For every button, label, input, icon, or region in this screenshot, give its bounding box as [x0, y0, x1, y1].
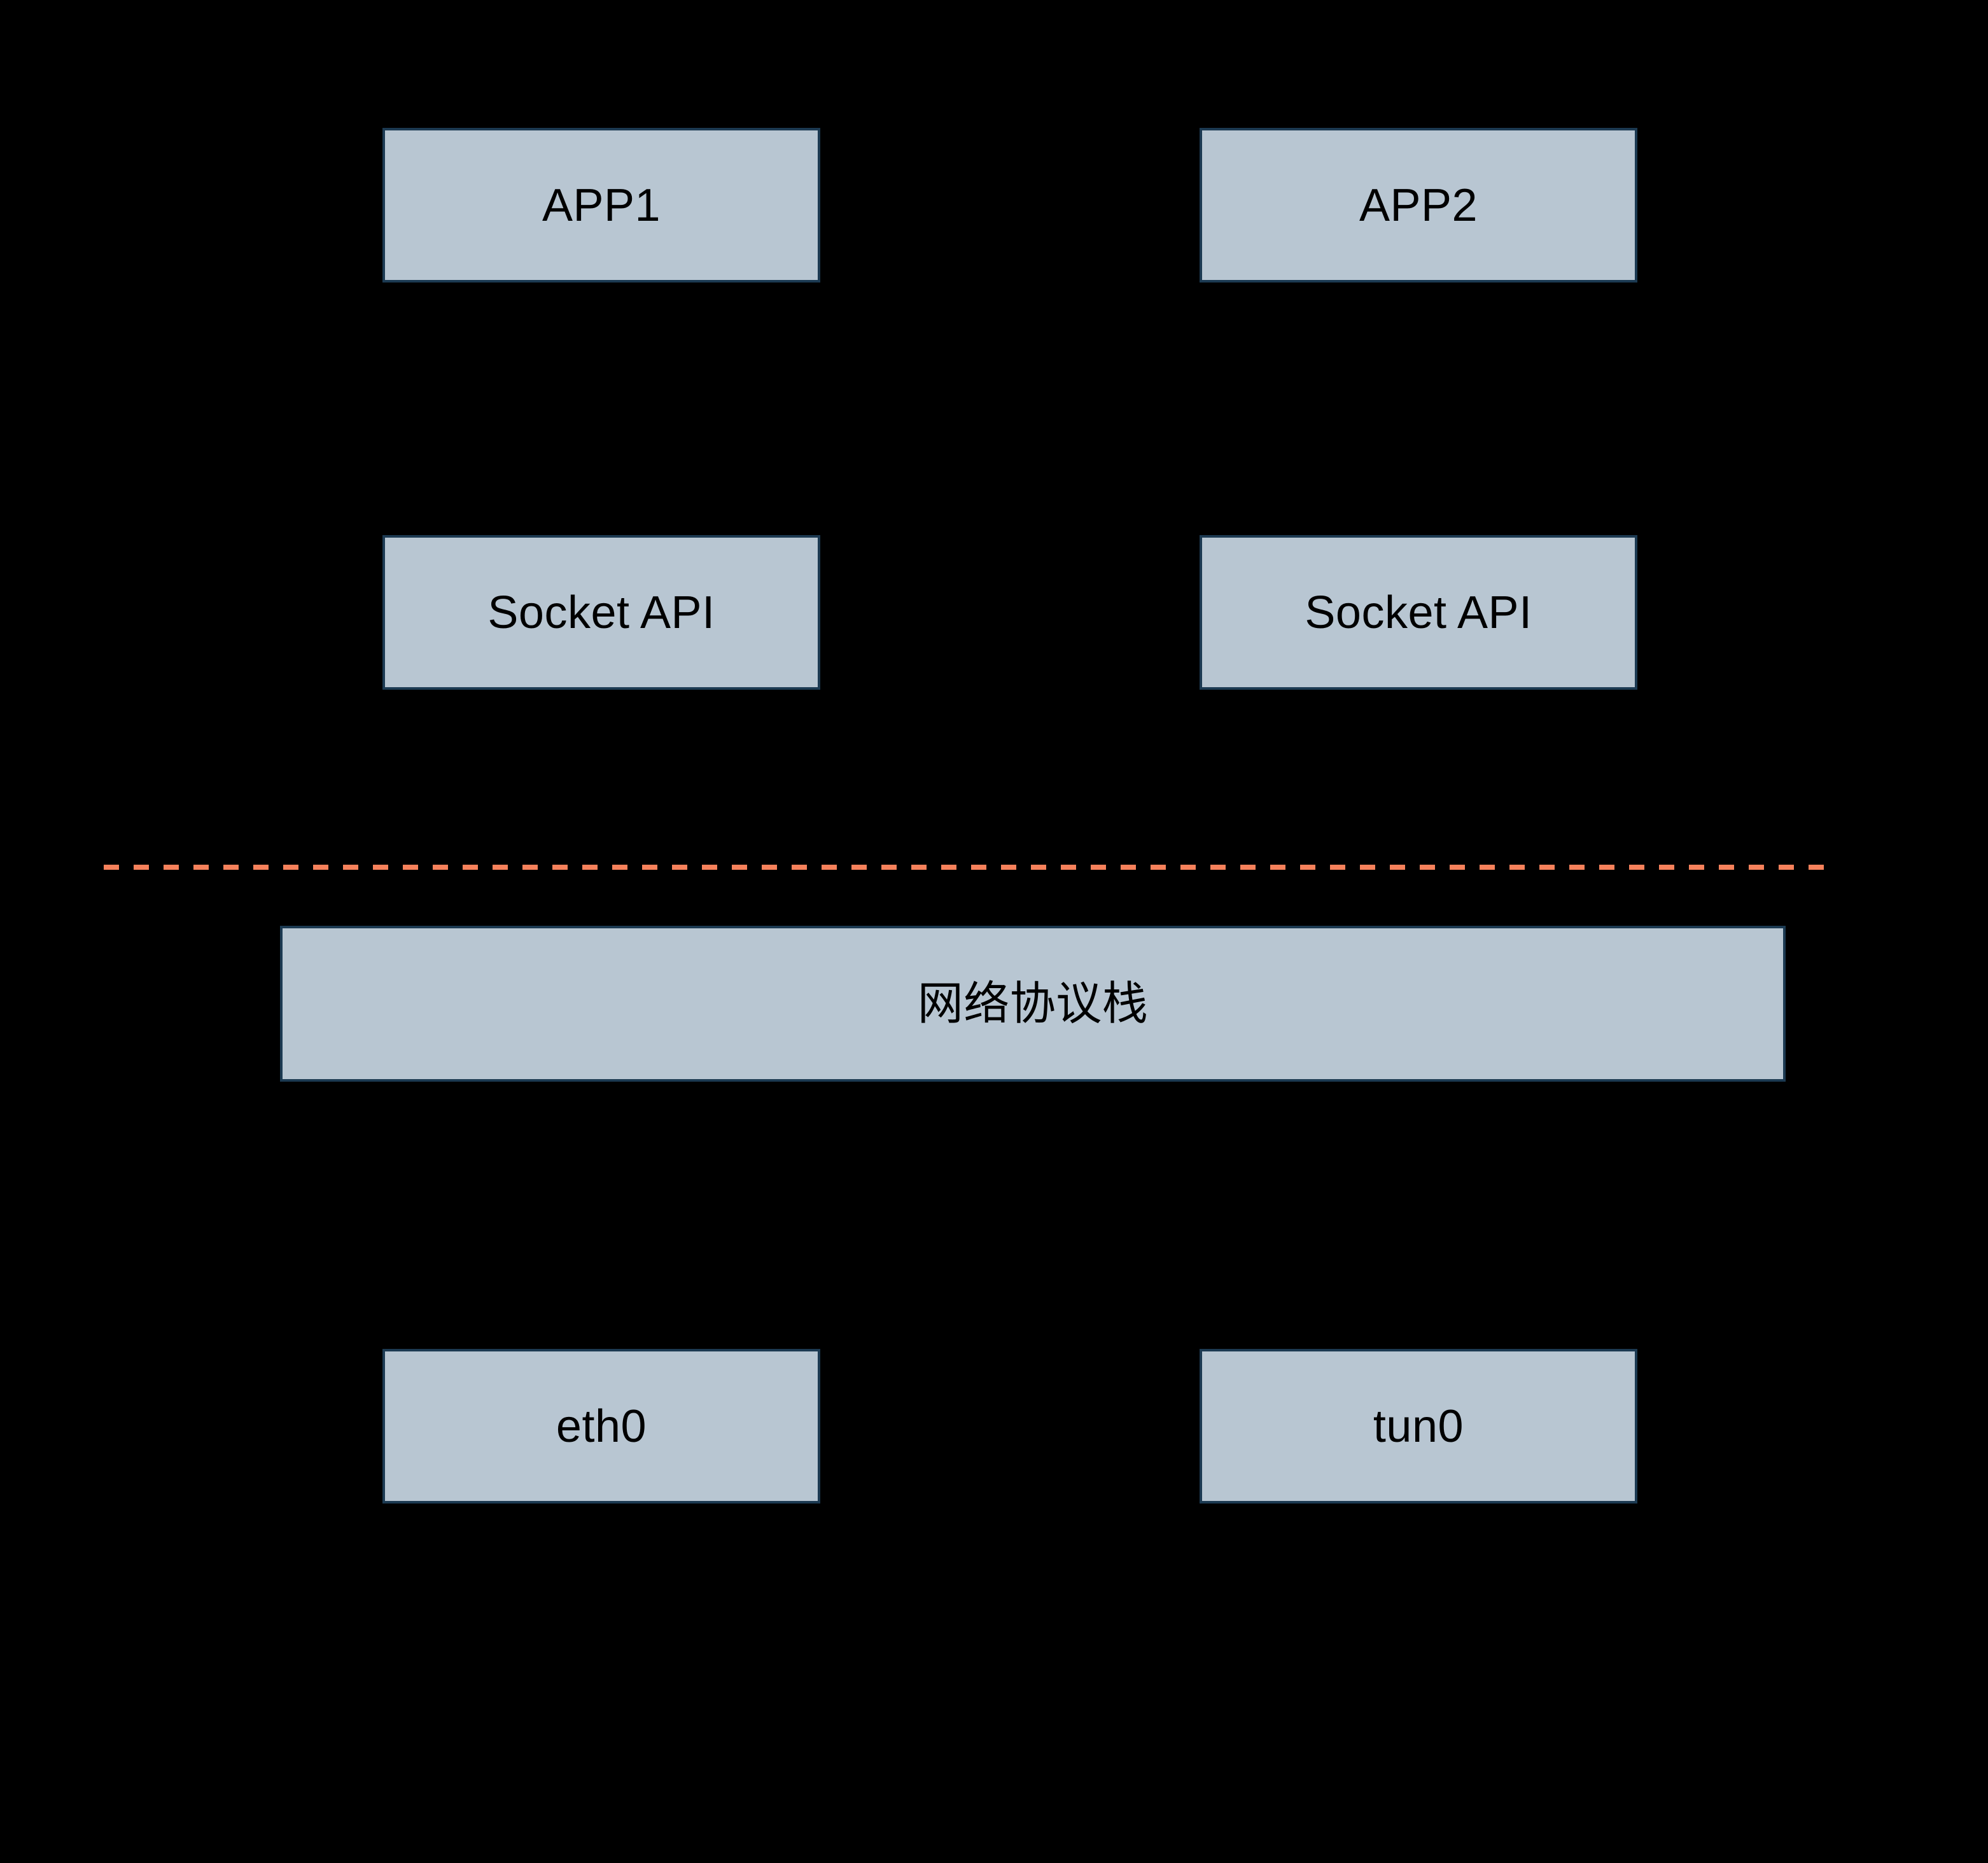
- app1-label: APP1: [542, 179, 661, 231]
- socket-api-right-box: Socket API: [1200, 535, 1637, 690]
- user-kernel-divider-dashed-line: [104, 865, 1831, 870]
- tun0-label: tun0: [1373, 1400, 1464, 1452]
- tun0-box: tun0: [1200, 1349, 1637, 1504]
- network-protocol-stack-box: 网络协议栈: [280, 926, 1786, 1082]
- eth0-box: eth0: [382, 1349, 820, 1504]
- app1-box: APP1: [382, 128, 820, 283]
- app2-box: APP2: [1200, 128, 1637, 283]
- network-protocol-stack-label: 网络协议栈: [917, 978, 1149, 1029]
- eth0-label: eth0: [556, 1400, 647, 1452]
- socket-api-left-label: Socket API: [487, 587, 715, 638]
- app2-label: APP2: [1359, 179, 1478, 231]
- socket-api-left-box: Socket API: [382, 535, 820, 690]
- socket-api-right-label: Socket API: [1305, 587, 1532, 638]
